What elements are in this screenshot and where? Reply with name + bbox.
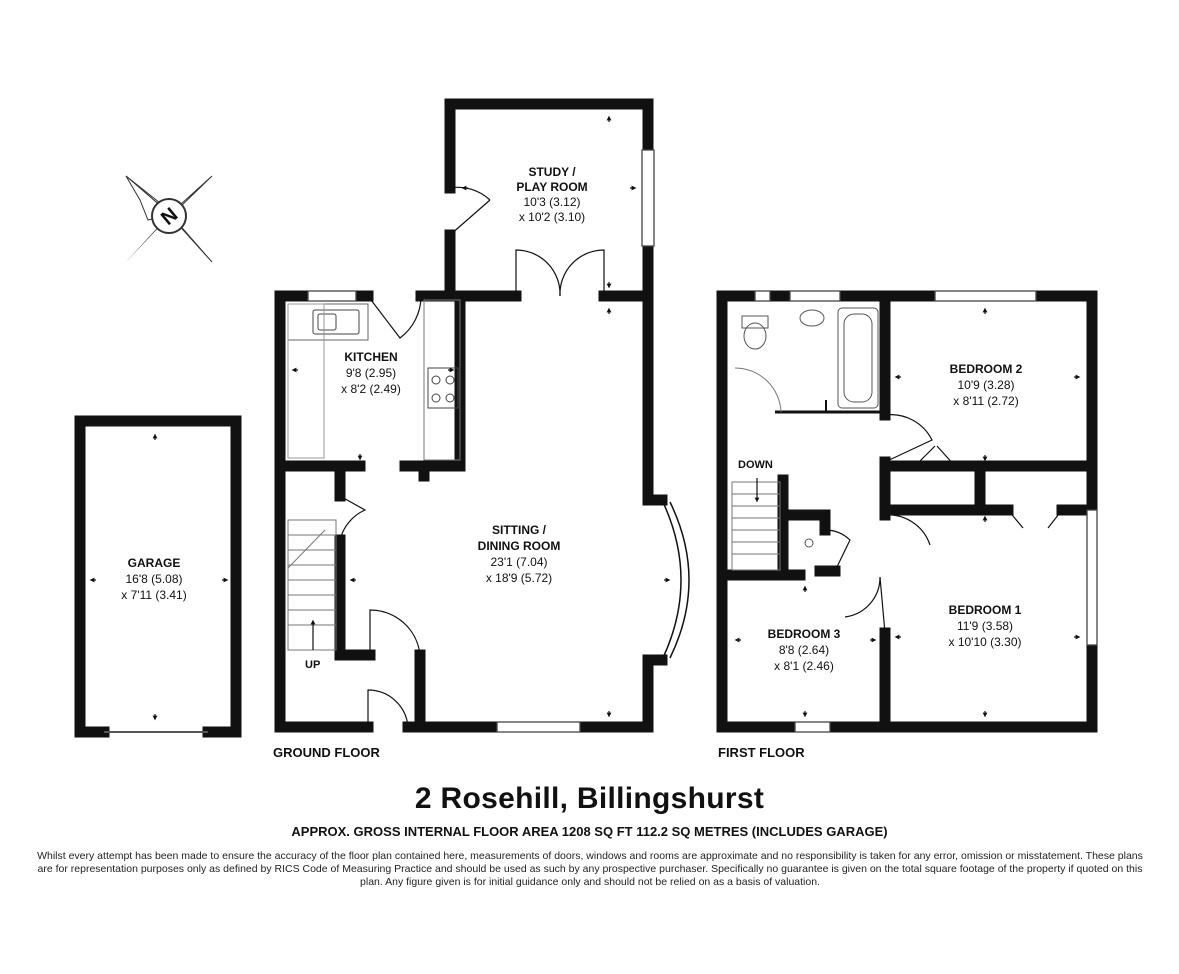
room-label-bedroom-1: BEDROOM 1 11'9 (3.58) x 10'10 (3.30) (948, 603, 1021, 649)
room-label-sitting-dining: SITTING / DINING ROOM 23'1 (7.04) x 18'9… (478, 523, 561, 585)
room-dimension: x 10'10 (3.30) (948, 635, 1021, 649)
room-label-bedroom-3: BEDROOM 3 8'8 (2.64) x 8'1 (2.46) (768, 627, 841, 673)
room-dimension: x 18'9 (5.72) (486, 571, 552, 585)
room-dimension: 23'1 (7.04) (491, 555, 548, 569)
stairs-down-label: DOWN (738, 459, 773, 471)
first-floor-doors (824, 414, 1063, 634)
room-dimension: x 8'11 (2.72) (953, 394, 1018, 408)
room-dimension: 16'8 (5.08) (126, 572, 183, 586)
kitchen-fittings (287, 299, 461, 461)
room-name: PLAY ROOM (516, 180, 587, 194)
room-dimension: 8'8 (2.64) (779, 643, 829, 657)
garage-walls (74, 415, 242, 738)
room-dimension: 10'3 (3.12) (524, 195, 581, 209)
room-name: BEDROOM 3 (768, 627, 841, 641)
room-name: DINING ROOM (478, 539, 561, 553)
room-dimension: x 10'2 (3.10) (519, 210, 585, 224)
first-floor-windows (754, 290, 1098, 733)
stairs-up-label: UP (305, 659, 320, 671)
room-label-kitchen: KITCHEN 9'8 (2.95) x 8'2 (2.49) (341, 350, 401, 396)
ground-floor-windows (307, 149, 655, 733)
room-label-garage: GARAGE 16'8 (5.08) x 7'11 (3.41) (121, 556, 186, 602)
room-label-bedroom-2: BEDROOM 2 10'9 (3.28) x 8'11 (2.72) (950, 362, 1023, 408)
property-title: 2 Rosehill, Billingshurst (414, 782, 765, 815)
room-dimension: 9'8 (2.95) (346, 366, 396, 380)
garage-dimension-arrows (89, 433, 229, 721)
first-dimension-arrows (734, 307, 1081, 718)
room-name: BEDROOM 2 (950, 362, 1023, 376)
ground-dimension-arrows (291, 115, 671, 718)
room-dimension: x 8'2 (2.49) (341, 382, 401, 396)
disclaimer-text: Whilst every attempt has been made to en… (37, 850, 1143, 888)
ground-floor-label: GROUND FLOOR (273, 745, 380, 760)
ground-floor-walls (274, 98, 668, 733)
bathroom-fittings (734, 307, 880, 548)
first-floor-label: FIRST FLOOR (718, 745, 805, 760)
room-name: BEDROOM 1 (949, 603, 1022, 617)
floor-area-text: APPROX. GROSS INTERNAL FLOOR AREA 1208 S… (291, 824, 888, 839)
room-label-study: STUDY / PLAY ROOM 10'3 (3.12) x 10'2 (3.… (516, 165, 587, 224)
room-name: SITTING / (492, 523, 547, 537)
first-stairs (731, 478, 781, 571)
ground-floor-doors (339, 186, 605, 728)
room-dimension: x 8'1 (2.46) (774, 659, 834, 673)
room-dimension: 11'9 (3.58) (957, 619, 1013, 633)
room-name: GARAGE (128, 556, 181, 570)
first-floor-walls (716, 290, 1098, 733)
north-compass-icon: N (125, 175, 213, 263)
room-dimension: x 7'11 (3.41) (121, 588, 186, 602)
room-name: STUDY / (528, 165, 576, 179)
room-dimension: 10'9 (3.28) (958, 378, 1015, 392)
ground-stairs (287, 519, 337, 651)
room-name: KITCHEN (344, 350, 397, 364)
